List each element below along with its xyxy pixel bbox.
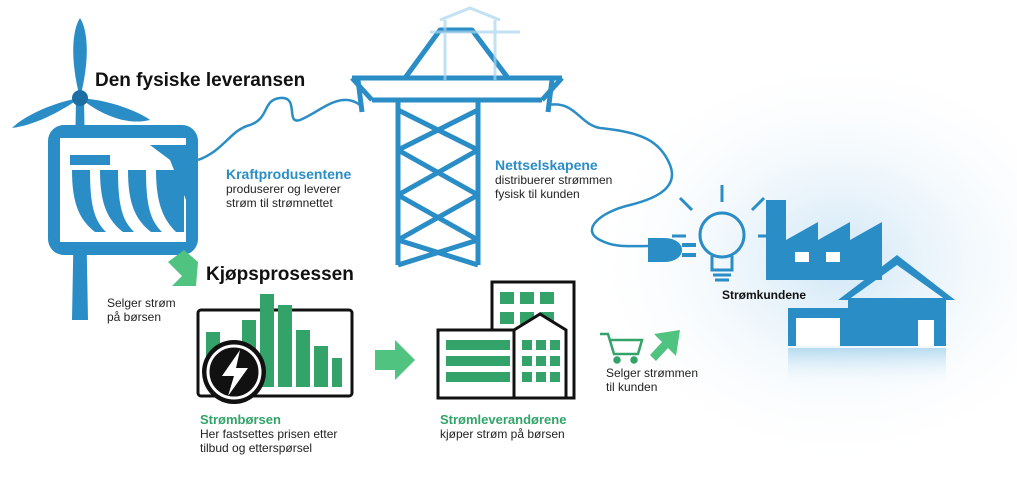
hydro-dam-icon — [48, 125, 198, 255]
grid-companies-title: Nettselskapene — [495, 157, 598, 173]
plug-icon — [648, 238, 696, 262]
suppliers-description: kjøper strøm på børsen — [440, 427, 566, 441]
arrow-icon — [168, 250, 198, 286]
sell-exchange-line: Selger strøm — [107, 296, 176, 310]
lightning-icon — [202, 340, 266, 404]
grid-companies-line: distribuerer strømmen — [495, 173, 613, 187]
suppliers-line: kjøper strøm på børsen — [440, 427, 565, 441]
sell-customer-text: Selger strømmen til kunden — [606, 366, 698, 394]
exchange-title: Strømbørsen — [200, 412, 281, 427]
suppliers-block: Strømleverandørene kjøper strøm på børse… — [440, 412, 566, 441]
grid-companies-block: Nettselskapene distribuerer strømmen fys… — [495, 157, 612, 201]
shopping-cart-icon — [600, 332, 644, 364]
suppliers-title: Strømleverandørene — [440, 412, 567, 427]
producers-block: Kraftprodusentene produserer og leverer … — [226, 166, 351, 210]
physical-delivery-title: Den fysiske leveransen — [95, 70, 306, 91]
producers-line: produserer og leverer — [226, 182, 341, 196]
customers-title: Strømkundene — [722, 288, 807, 302]
arrow-icon — [650, 330, 680, 361]
factory-icon — [766, 200, 882, 280]
light-bulb-icon — [672, 185, 772, 282]
producers-title: Kraftprodusentene — [226, 166, 352, 182]
office-building-icon — [436, 280, 576, 400]
exchange-block: Strømbørsen Her fastsettes prisen etter … — [200, 412, 337, 455]
exchange-line: Her fastsettes prisen etter — [200, 427, 338, 441]
house-icon — [788, 255, 955, 388]
power-pylon-icon — [350, 27, 564, 268]
power-pylon-faded-icon — [430, 6, 520, 80]
sell-exchange-text: Selger strøm på børsen — [107, 296, 176, 324]
grid-companies-line: fysisk til kunden — [495, 187, 580, 201]
sell-customer-line: Selger strømmen — [606, 366, 699, 380]
grid-companies-description: distribuerer strømmen fysisk til kunden — [495, 173, 612, 201]
purchase-process-title: Kjøpsprosessen — [206, 264, 354, 285]
producers-description: produserer og leverer strøm til strømnet… — [226, 182, 351, 210]
arrow-icon — [375, 340, 415, 380]
exchange-description: Her fastsettes prisen etter tilbud og et… — [200, 427, 337, 455]
power-cable — [197, 96, 674, 248]
sell-customer-line: til kunden — [606, 380, 658, 394]
exchange-line: tilbud og etterspørsel — [200, 441, 313, 455]
producers-line: strøm til strømnettet — [226, 196, 333, 210]
sell-exchange-line: på børsen — [107, 310, 162, 324]
